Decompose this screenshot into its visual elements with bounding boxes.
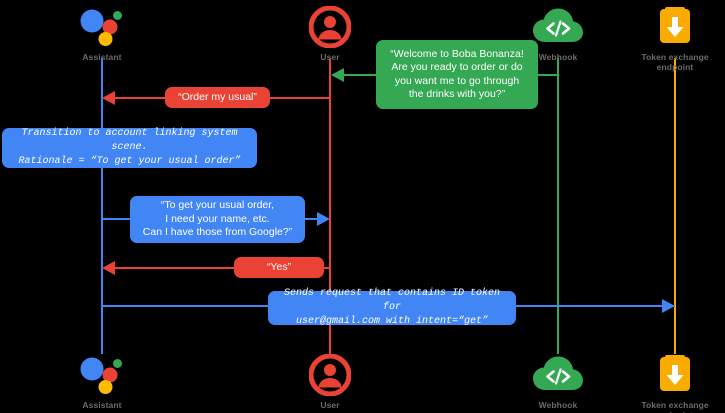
arrow-head-consent-prompt [317, 212, 330, 226]
user-avatar-icon [270, 4, 390, 50]
actor-token-endpoint-bottom[interactable]: Token exchange endpoint [615, 352, 725, 413]
actor-token-endpoint-top[interactable]: Token exchange endpoint [615, 4, 725, 72]
actor-label-assistant-top: Assistant [82, 52, 122, 62]
cloud-code-icon [498, 4, 618, 50]
cloud-code-icon [498, 352, 618, 398]
actor-label-webhook-bottom: Webhook [538, 400, 578, 410]
actor-assistant-bottom[interactable]: Assistant [42, 352, 162, 410]
actor-label-assistant-bottom: Assistant [82, 400, 122, 410]
lifeline-token-endpoint [674, 58, 676, 354]
actor-assistant-top[interactable]: Assistant [42, 4, 162, 62]
arrow-head-token-request [662, 299, 675, 313]
arrow-head-welcome [331, 68, 344, 82]
actor-label-user-top: User [320, 52, 340, 62]
actor-user-bottom[interactable]: User [270, 352, 390, 410]
arrow-line-yes [108, 267, 330, 269]
actor-webhook-bottom[interactable]: Webhook [498, 352, 618, 410]
message-bubble-order-my-usual[interactable]: “Order my usual” [165, 87, 270, 108]
message-bubble-token-request[interactable]: Sends request that contains ID token for… [268, 288, 516, 327]
actor-user-top[interactable]: User [270, 4, 390, 62]
download-box-icon [615, 352, 725, 398]
lifeline-user [329, 58, 331, 354]
arrow-head-yes [102, 261, 115, 275]
google-assistant-logo-icon [42, 4, 162, 50]
message-bubble-yes[interactable]: “Yes” [234, 257, 324, 278]
actor-label-token-endpoint-top: Token exchange endpoint [641, 52, 709, 72]
actor-label-webhook-top: Webhook [538, 52, 578, 62]
actor-label-user-bottom: User [320, 400, 340, 410]
actor-label-token-endpoint-bottom: Token exchange endpoint [641, 400, 709, 413]
lifeline-webhook [557, 58, 559, 354]
message-bubble-welcome[interactable]: “Welcome to Boba Bonanza! Are you ready … [376, 40, 538, 109]
actor-webhook-top[interactable]: Webhook [498, 4, 618, 62]
google-assistant-logo-icon [42, 352, 162, 398]
arrow-head-order-my-usual [102, 91, 115, 105]
lifeline-assistant [101, 58, 103, 354]
download-box-icon [615, 4, 725, 50]
user-avatar-icon [270, 352, 390, 398]
message-bubble-consent-prompt[interactable]: “To get your usual order, I need your na… [130, 196, 305, 243]
message-bubble-transition-note[interactable]: Transition to account linking system sce… [2, 128, 257, 168]
